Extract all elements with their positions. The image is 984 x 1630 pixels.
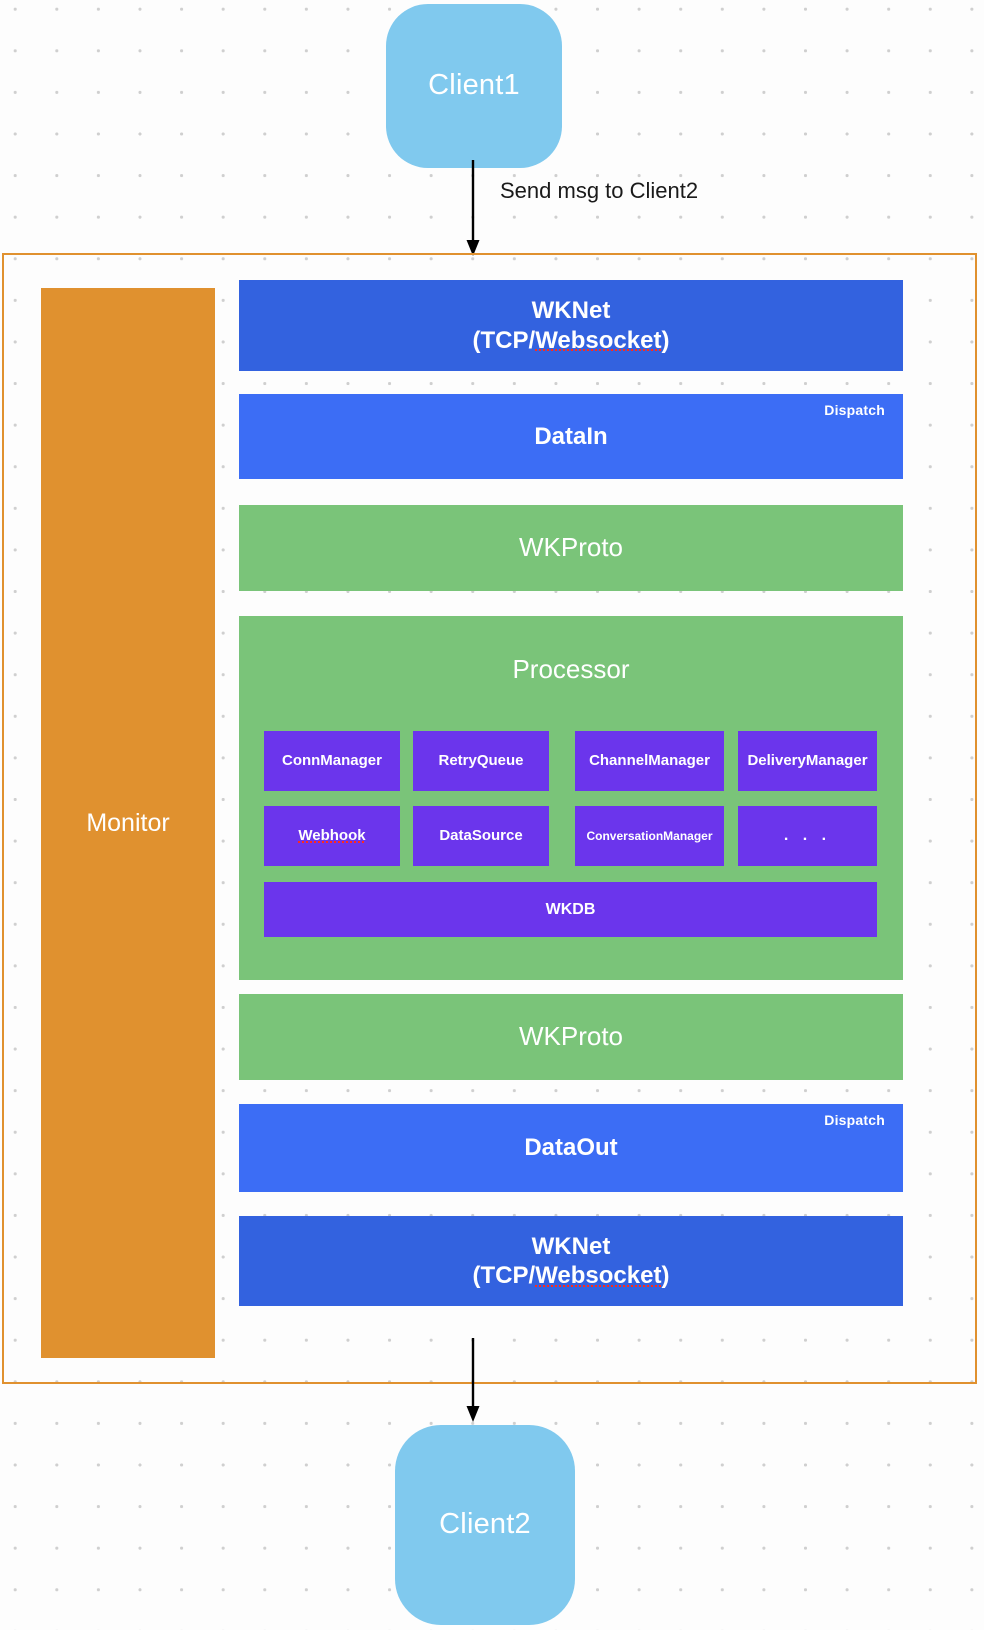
module-retry-queue-label: RetryQueue [438,751,524,769]
processor-box[interactable]: Processor ConnManager RetryQueue Channel… [239,616,903,980]
wkproto-inbound-box[interactable]: WKProto [239,505,903,591]
module-channel-manager-label: ChannelManager [589,751,710,769]
dataout-box[interactable]: DataOut Dispatch [239,1104,903,1192]
wknet-inbound-title: WKNet (TCP/Websocket) [473,296,670,355]
processor-title: Processor [512,654,630,684]
wknet-outbound-line2: (TCP/Websocket) [472,1262,670,1289]
module-data-source-label: DataSource [439,826,523,844]
wkproto-outbound-label: WKProto [518,1021,624,1052]
monitor-panel[interactable]: Monitor [41,288,215,1358]
datain-box[interactable]: DataIn Dispatch [239,394,903,479]
module-channel-manager[interactable]: ChannelManager [575,731,724,791]
client2-node[interactable]: Client2 [395,1425,575,1625]
wknet-outbound-box[interactable]: WKNet (TCP/Websocket) [239,1216,903,1306]
websocket-term: Websocket [535,326,662,354]
module-conn-manager-label: ConnManager [281,751,382,769]
down-arrow-icon [466,1406,480,1422]
module-conversation-manager[interactable]: ConversationManager [575,806,724,866]
dataout-label: DataOut [524,1134,618,1162]
wkdb-label: WKDB [545,900,596,918]
wknet-outbound-line1: WKNet [531,1232,611,1260]
wkproto-outbound-box[interactable]: WKProto [239,994,903,1080]
module-retry-queue[interactable]: RetryQueue [413,731,549,791]
module-conn-manager[interactable]: ConnManager [264,731,400,791]
arrow-client1-to-server [466,160,480,256]
wknet-outbound-title: WKNet (TCP/Websocket) [473,1232,670,1291]
wknet-inbound-line2: (TCP/Websocket) [472,326,670,354]
module-conversation-manager-label: ConversationManager [586,828,713,843]
module-delivery-manager[interactable]: DeliveryManager [738,731,877,791]
module-webhook[interactable]: Webhook [264,806,400,866]
datain-dispatch-label: Dispatch [824,402,885,418]
dataout-dispatch-label: Dispatch [824,1112,885,1128]
wkdb-box[interactable]: WKDB [264,882,877,937]
module-data-source[interactable]: DataSource [413,806,549,866]
monitor-label: Monitor [86,808,170,837]
client1-label: Client1 [428,69,520,102]
server-boundary [2,253,977,1384]
module-more[interactable]: . . . [738,806,877,866]
module-delivery-manager-label: DeliveryManager [747,751,868,769]
module-more-label: . . . [783,827,832,845]
client2-label: Client2 [439,1508,531,1541]
wknet-inbound-line1: WKNet [531,297,611,325]
edge-label-send-msg: Send msg to Client2 [500,178,699,203]
client1-node[interactable]: Client1 [386,4,562,168]
wknet-inbound-box[interactable]: WKNet (TCP/Websocket) [239,280,903,371]
wkproto-inbound-label: WKProto [518,532,624,563]
websocket-term-2: Websocket [535,1262,662,1289]
datain-label: DataIn [534,422,608,450]
module-webhook-label: Webhook [298,826,366,844]
